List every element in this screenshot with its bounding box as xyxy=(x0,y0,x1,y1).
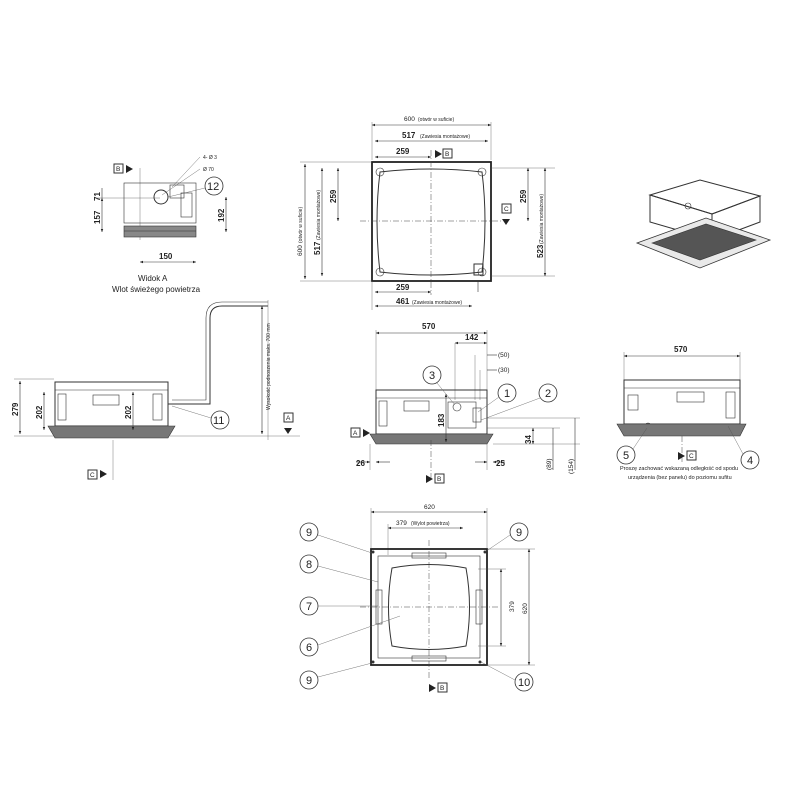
callout-9c xyxy=(299,670,319,690)
svg-text:12: 12 xyxy=(207,181,219,193)
dim-570-front: 570 xyxy=(422,322,436,331)
svg-text:5: 5 xyxy=(623,450,629,462)
svg-text:6: 6 xyxy=(306,642,312,654)
svg-text:8: 8 xyxy=(306,559,312,571)
callout-9b xyxy=(509,522,529,542)
callout-8 xyxy=(299,554,319,574)
marker-b-front: B xyxy=(437,476,441,483)
dim-620-right: 620 xyxy=(522,603,529,614)
callout-2 xyxy=(538,383,558,403)
svg-text:11: 11 xyxy=(213,415,224,427)
panel-bottom-view: 620 379 (Wylot powietrza) 379 620 9 9 xyxy=(299,504,535,693)
dim-right-hanger: 523 xyxy=(536,244,545,258)
callout-11 xyxy=(210,410,230,430)
dim-50: (50) xyxy=(498,352,510,359)
view-a-title: Widok A xyxy=(138,274,168,283)
dim-379-right: 379 xyxy=(509,601,516,612)
callout-12 xyxy=(204,176,224,196)
dim-half-bottom: 259 xyxy=(396,283,410,292)
side-right-view: 570 4 5 C Proszę zachować wskazaną odleg… xyxy=(616,345,760,481)
dim-ceiling-opening-note: (otwór w suficie) xyxy=(418,117,454,123)
dim-620-top: 620 xyxy=(424,504,435,511)
marker-b-top: B xyxy=(445,151,449,158)
dim-right-hanger-note: (Zawiesia montażowe) xyxy=(539,194,545,244)
dim-30: (30) xyxy=(498,367,510,374)
side-left-view: 279 202 202 Wysokość podnoszenia maks. 7… xyxy=(11,300,300,480)
right-note-line2: urządzenia (bez panelu) do poziomu sufit… xyxy=(628,475,732,481)
marker-c-left: C xyxy=(90,472,95,479)
marker-a-left: A xyxy=(286,415,291,422)
dim-89: (89) xyxy=(546,458,553,470)
dim-34: 34 xyxy=(524,435,533,444)
dim-379-top-note: (Wylot powietrza) xyxy=(411,521,450,527)
callout-6 xyxy=(299,637,319,657)
dim-570-right: 570 xyxy=(674,345,688,354)
svg-text:3: 3 xyxy=(429,370,435,382)
pipe-height-note: Wysokość podnoszenia maks. 700 mm xyxy=(266,323,272,410)
marker-a-front: A xyxy=(353,430,358,437)
dim-hanger-width: 517 xyxy=(402,131,416,140)
marker-c-right: C xyxy=(689,453,694,460)
svg-text:4: 4 xyxy=(747,455,753,467)
marker-b-view-a: B xyxy=(116,166,120,173)
dim-left-half: 259 xyxy=(329,189,338,203)
dim-left-opening: 600 xyxy=(297,245,304,256)
dim-dia: Ø 70 xyxy=(203,167,214,173)
svg-text:9: 9 xyxy=(516,527,522,539)
dim-ceiling-opening: 600 xyxy=(404,116,415,123)
marker-b-panel: B xyxy=(440,685,444,692)
unit-3d-preview xyxy=(635,179,772,269)
dim-holes: 4- Ø 3 xyxy=(203,155,217,161)
dim-26: 26 xyxy=(356,459,365,468)
dim-bottom-hanger: 461 xyxy=(396,297,410,306)
callout-5 xyxy=(616,445,636,465)
dim-202-right: 202 xyxy=(124,405,133,419)
dim-183: 183 xyxy=(437,413,446,427)
dim-hanger-note: (Zawiesia montażowe) xyxy=(420,134,470,140)
front-view: 570 142 (50) (30) 183 3 1 2 A xyxy=(350,322,580,484)
svg-text:9: 9 xyxy=(306,675,312,687)
dim-379-top: 379 xyxy=(396,520,407,527)
dim-71: 71 xyxy=(93,192,102,201)
callout-1 xyxy=(497,383,517,403)
callout-3 xyxy=(422,365,442,385)
callout-4 xyxy=(740,450,760,470)
dim-202-left: 202 xyxy=(35,405,44,419)
callout-10 xyxy=(514,672,534,692)
dim-154: (154) xyxy=(568,459,575,474)
dim-279: 279 xyxy=(11,402,20,416)
dim-left-hanger-note: (Zawiesia montażowe) xyxy=(316,190,322,240)
dim-left-opening-note: (otwór w suficie) xyxy=(298,207,304,243)
dim-25: 25 xyxy=(496,459,505,468)
svg-text:2: 2 xyxy=(545,388,551,400)
dim-half-top: 259 xyxy=(396,147,410,156)
dim-157: 157 xyxy=(93,210,102,224)
dim-142: 142 xyxy=(465,333,479,342)
dim-right-half: 259 xyxy=(519,189,528,203)
marker-c-top: C xyxy=(504,206,509,213)
svg-text:7: 7 xyxy=(306,601,312,613)
view-a-subtitle: Wlot świeżego powietrza xyxy=(112,285,201,294)
dim-192: 192 xyxy=(217,208,226,222)
dim-150: 150 xyxy=(159,252,173,261)
svg-text:10: 10 xyxy=(518,677,530,689)
callout-9a xyxy=(299,522,319,542)
plan-top-view: 600 (otwór w suficie) 517 (Zawiesia mont… xyxy=(297,116,555,310)
view-a: B 4- Ø 3 Ø 70 12 157 71 192 150 Widok A … xyxy=(93,155,228,294)
dim-bottom-hanger-note: (Zawiesia montażowe) xyxy=(412,300,462,306)
svg-text:9: 9 xyxy=(306,527,312,539)
svg-text:1: 1 xyxy=(504,388,510,400)
right-note-line1: Proszę zachować wskazaną odległość od sp… xyxy=(620,466,738,472)
dim-left-hanger: 517 xyxy=(313,241,322,255)
